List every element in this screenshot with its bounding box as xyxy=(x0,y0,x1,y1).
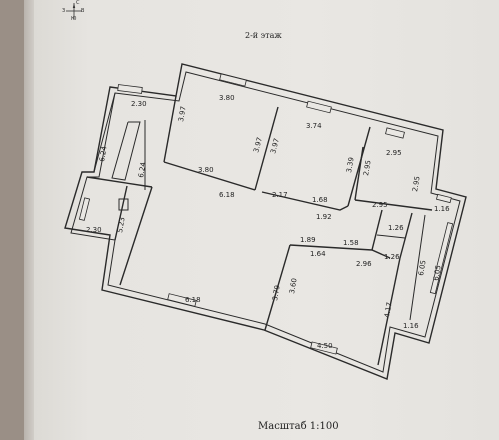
dim-label: 6.24 xyxy=(137,161,148,178)
dim-label: 2.17 xyxy=(272,191,288,199)
room-1-bottom-wall xyxy=(163,161,256,191)
dim-label: 1.92 xyxy=(316,213,332,221)
window-1 xyxy=(219,73,247,87)
window-4 xyxy=(117,84,143,94)
outer-wall xyxy=(64,63,467,380)
dim-label: 2.30 xyxy=(86,226,102,234)
binder-edge xyxy=(24,0,36,440)
dim-label: 4.17 xyxy=(383,302,394,319)
room-2-right-wall xyxy=(347,126,371,207)
dim-label: 1.26 xyxy=(384,253,400,261)
walls xyxy=(64,63,467,380)
room-5-top-wall xyxy=(289,244,391,259)
bath-left-wall xyxy=(371,209,383,251)
room-3-left-wall xyxy=(354,146,364,201)
dimension-labels: 2.30 3.80 3.97 3.97 3.74 3.97 2.95 3.39 … xyxy=(86,94,450,350)
dim-label: 4.50 xyxy=(317,342,333,350)
dim-label: 1.58 xyxy=(343,239,359,247)
dim-label: 1.26 xyxy=(388,224,404,232)
dim-label: 6.24 xyxy=(98,145,109,162)
dim-label: 6.05 xyxy=(417,260,428,277)
window-2 xyxy=(306,100,332,114)
window-8 xyxy=(310,341,338,355)
window-9 xyxy=(78,197,91,221)
room-3-bottom-wall xyxy=(354,199,433,211)
dim-label: 3.39 xyxy=(345,157,356,174)
dim-label: 2.95 xyxy=(411,176,422,193)
paper-sheet xyxy=(34,0,499,440)
stair-flight xyxy=(111,121,141,181)
dim-label: 3.60 xyxy=(288,278,299,295)
dim-label: 3.97 xyxy=(177,106,188,123)
windows xyxy=(78,73,454,355)
window-7 xyxy=(167,293,197,307)
dim-label: 2.30 xyxy=(131,100,147,108)
scale-label: Масштаб 1:100 xyxy=(258,421,339,432)
window-3 xyxy=(385,127,405,139)
dim-label: 2.96 xyxy=(356,260,372,268)
dim-label: 2.95 xyxy=(386,149,402,157)
compass-east: В xyxy=(81,8,85,14)
room-2-bottom-wall xyxy=(261,191,349,211)
bath-right-wall xyxy=(399,212,413,259)
stair-left-wall xyxy=(86,176,153,188)
dim-label: 3.97 xyxy=(252,136,264,153)
floor-title: 2-й этаж xyxy=(245,31,282,40)
dim-label: 3.80 xyxy=(219,94,235,102)
compass-rose-icon: С З В Ю xyxy=(62,0,86,22)
compass-west: З xyxy=(62,8,66,14)
window-5 xyxy=(435,193,452,204)
dim-label: 1.68 xyxy=(312,196,328,204)
dim-label: 2.95 xyxy=(372,201,388,209)
compass-north: С xyxy=(76,0,80,6)
hall-left-wall xyxy=(119,186,153,286)
dim-label: 6.18 xyxy=(219,191,235,199)
dim-label: 3.97 xyxy=(269,137,281,154)
dim-label: 5.23 xyxy=(116,217,127,234)
dim-label: 3.80 xyxy=(198,166,214,174)
dim-label: 1.16 xyxy=(434,205,450,213)
compass-south: Ю xyxy=(71,16,77,22)
room-5-right-wall xyxy=(377,257,401,366)
room-1-left-wall xyxy=(163,95,177,163)
dim-label: 1.16 xyxy=(403,322,419,330)
dim-label: 1.89 xyxy=(300,236,316,244)
stair-landing xyxy=(118,198,129,211)
dim-label: 6.18 xyxy=(185,296,201,304)
corridor-wall xyxy=(409,214,426,321)
stair-divider xyxy=(114,185,128,241)
dim-label: 6.05 xyxy=(432,265,443,282)
dim-label: 1.64 xyxy=(310,250,326,258)
room-1-right-wall xyxy=(254,106,279,191)
window-6 xyxy=(429,222,454,295)
dim-label: 3.79 xyxy=(271,285,282,302)
dim-label: 3.74 xyxy=(306,122,322,130)
dim-label: 2.95 xyxy=(362,160,373,177)
stair-partition xyxy=(93,92,116,173)
room-5-left-wall xyxy=(264,244,291,331)
bath-divider xyxy=(376,234,406,239)
